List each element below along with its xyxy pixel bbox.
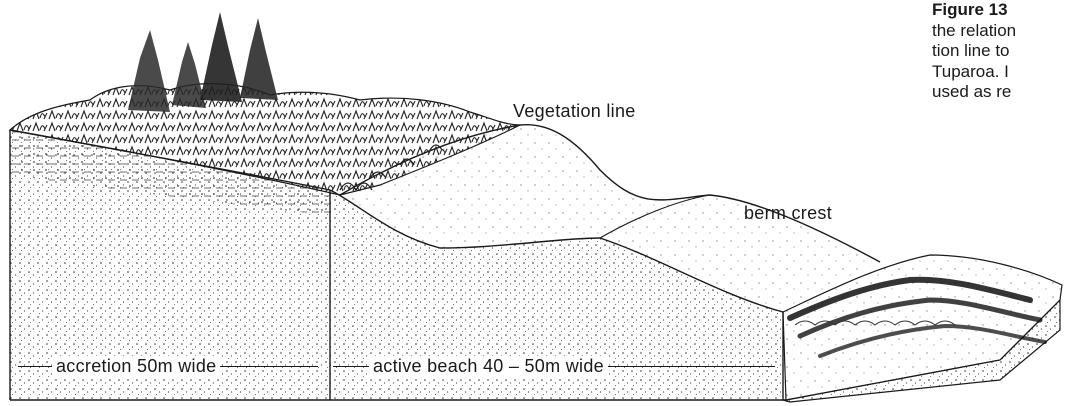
active-beach-span: active beach 40 – 50m wide [333,355,775,377]
accretion-zone-label: accretion 50m wide [52,356,220,377]
accretion-rule-left [18,366,52,367]
berm-crest-label: berm crest [744,203,832,224]
active-beach-rule-right [608,366,775,367]
active-beach-label: active beach 40 – 50m wide [369,356,608,377]
caption-line-5: used as re [932,82,1065,103]
accretion-zone-span: accretion 50m wide [18,355,318,377]
vegetation-line-label: Vegetation line [513,101,636,122]
caption-line-4: Tuparoa. I [932,62,1065,83]
caption-line-3: tion line to [932,41,1065,62]
accretion-rule-right [220,366,318,367]
caption-line-2: the relation [932,21,1065,42]
pine-tree-3 [200,12,242,102]
active-beach-rule-left [333,366,369,367]
caption-figure-number: Figure 13 [932,0,1065,21]
pine-tree-1 [128,30,170,112]
pine-tree-4 [240,18,278,100]
figure-caption: Figure 13 the relation tion line to Tupa… [932,0,1065,103]
